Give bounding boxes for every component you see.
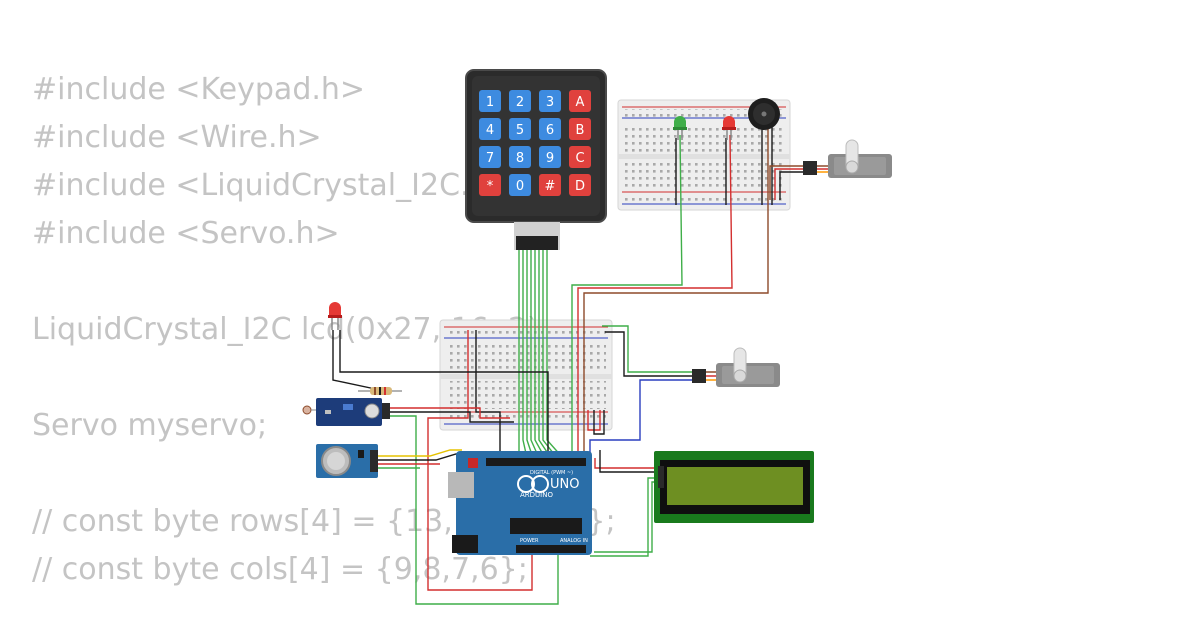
led-red-left[interactable] (328, 302, 342, 330)
keypad-key-label: 6 (546, 123, 554, 138)
digital-header (486, 458, 586, 466)
keypad-key-*[interactable]: * (479, 174, 501, 196)
usb-port (448, 472, 474, 498)
servo-middle[interactable] (692, 347, 780, 387)
code-line: Servo myservo; (32, 408, 268, 443)
keypad-key-D[interactable]: D (569, 174, 591, 196)
code-line: // const byte cols[4] = {9,8,7,6}; (32, 552, 528, 587)
atmega-chip (510, 518, 582, 534)
keypad-key-1[interactable]: 1 (479, 90, 501, 112)
keypad-key-0[interactable]: 0 (509, 174, 531, 196)
led-red-top[interactable] (722, 116, 736, 140)
keypad-key-label: 0 (516, 179, 524, 194)
lcd-i2c-pins (658, 466, 664, 488)
ldr-sensor-module[interactable] (302, 398, 390, 426)
keypad-key-6[interactable]: 6 (539, 118, 561, 140)
keypad-key-label: 5 (516, 123, 524, 138)
keypad-key-label: * (487, 179, 494, 194)
digital-pins-label: DIGITAL (PWM ~) (530, 470, 573, 476)
power-jack (452, 535, 478, 553)
breadboard-middle[interactable] (439, 319, 613, 431)
keypad-key-B[interactable]: B (569, 118, 591, 140)
keypad-key-5[interactable]: 5 (509, 118, 531, 140)
keypad-key-2[interactable]: 2 (509, 90, 531, 112)
infinity-logo-left (517, 475, 535, 493)
gas-sensor-module[interactable] (316, 444, 378, 478)
code-line: #include <LiquidCrystal_I2C.h> (32, 168, 514, 203)
arduino-model: UNO (550, 477, 579, 492)
infinity-logo-right (531, 475, 549, 493)
keypad-key-label: 3 (546, 95, 554, 110)
power-pins-label: POWER (520, 538, 539, 544)
keypad-key-label: 2 (516, 95, 524, 110)
keypad-key-3[interactable]: 3 (539, 90, 561, 112)
keypad-key-8[interactable]: 8 (509, 146, 531, 168)
keypad-key-4[interactable]: 4 (479, 118, 501, 140)
keypad-key-A[interactable]: A (569, 90, 591, 112)
keypad-4x4[interactable]: 1 2 3 A 4 5 6 B 7 8 9 C * 0 # D (465, 69, 607, 250)
servo-top[interactable] (803, 139, 892, 178)
keypad-key-label: 1 (486, 95, 494, 110)
keypad-key-label: 8 (516, 151, 524, 166)
keypad-key-label: B (576, 123, 585, 138)
code-background: #include <Keypad.h> #include <Wire.h> #inc… (32, 66, 616, 594)
keypad-key-label: 9 (546, 151, 554, 166)
arduino-brand: ARDUINO (520, 491, 553, 499)
breadboard-top[interactable] (617, 99, 791, 211)
lcd-16x2[interactable] (654, 451, 814, 523)
reset-button (468, 458, 478, 468)
keypad-key-label: 7 (486, 151, 494, 166)
keypad-key-label: C (575, 151, 584, 166)
led-green[interactable] (673, 116, 687, 140)
arduino-uno[interactable]: UNO ARDUINO DIGITAL (PWM ~) ANALOG IN PO… (448, 451, 592, 555)
piezo-buzzer[interactable] (748, 98, 780, 130)
keypad-key-label: D (575, 179, 585, 194)
keypad-key-C[interactable]: C (569, 146, 591, 168)
keypad-key-#[interactable]: # (539, 174, 561, 196)
keypad-key-label: # (545, 179, 556, 194)
keypad-key-9[interactable]: 9 (539, 146, 561, 168)
keypad-key-label: A (576, 95, 585, 110)
resistor[interactable] (358, 387, 402, 395)
code-line: #include <Keypad.h> (32, 72, 366, 107)
analog-header (516, 545, 586, 553)
keypad-key-label: 4 (486, 123, 494, 138)
code-line: #include <Servo.h> (32, 216, 340, 251)
analog-pins-label: ANALOG IN (560, 538, 588, 544)
code-line: #include <Wire.h> (32, 120, 322, 155)
keypad-key-7[interactable]: 7 (479, 146, 501, 168)
